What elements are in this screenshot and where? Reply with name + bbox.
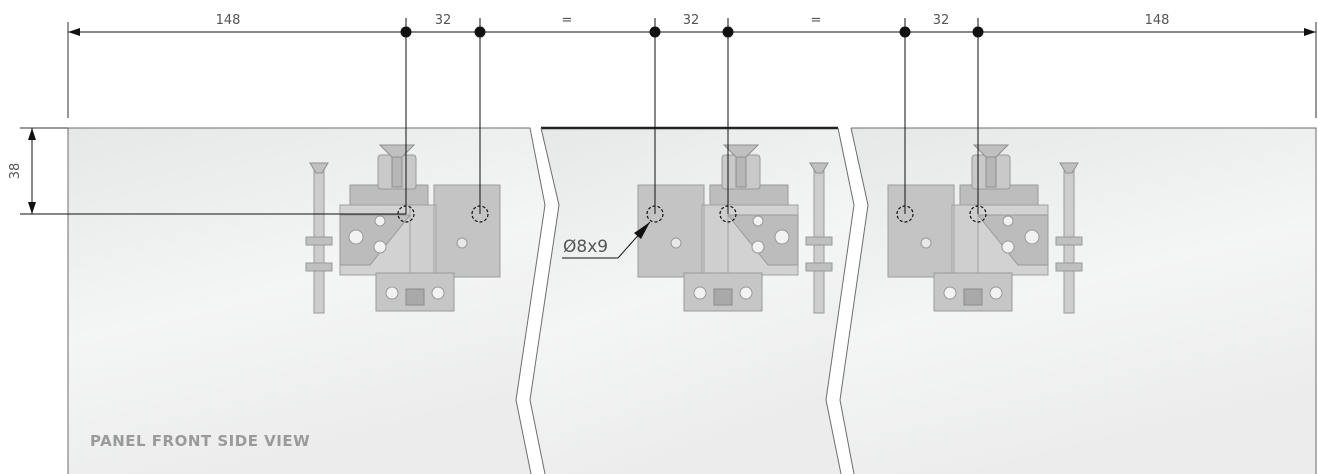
dim-equal-b: = <box>811 13 822 28</box>
hole-callout-text: Ø8x9 <box>563 237 608 257</box>
view-label: PANEL FRONT SIDE VIEW <box>90 432 310 450</box>
dim-equal-a: = <box>562 13 573 28</box>
hole-extension-lines <box>400 18 984 214</box>
panel-left <box>67 127 546 474</box>
hole-callout: Ø8x9 <box>562 221 651 259</box>
dim-spacing-32-b: 32 <box>683 13 700 28</box>
dimension-labels: 148 32 = 32 = 32 148 <box>216 13 1170 28</box>
vertical-dimension: 38 <box>8 127 406 215</box>
hole-markers <box>397 205 987 223</box>
panel-right <box>839 127 1317 474</box>
dim-spacing-32-a: 32 <box>435 13 452 28</box>
horizontal-dimension-line <box>67 22 1317 118</box>
dim-right-148: 148 <box>1145 13 1170 28</box>
vertical-dimension-value: 38 <box>8 163 23 180</box>
dim-spacing-32-c: 32 <box>933 13 950 28</box>
dim-left-148: 148 <box>216 13 241 28</box>
